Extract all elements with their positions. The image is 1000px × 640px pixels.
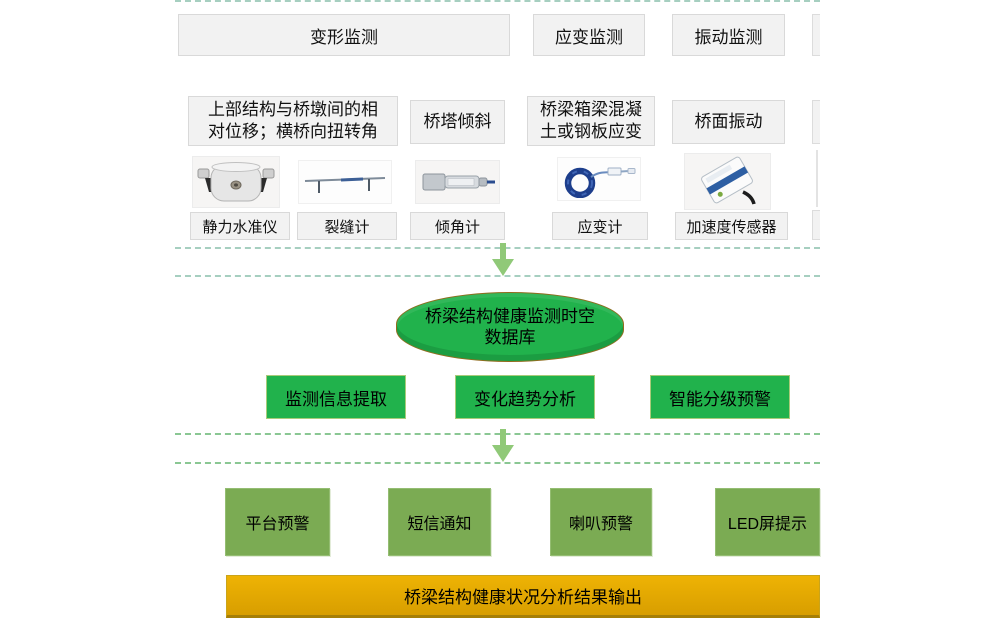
alert-label: 喇叭预警 bbox=[568, 516, 633, 533]
sensor-label-hydrostatic-level: 静力水准仪 bbox=[190, 212, 290, 240]
alert-box-horn: 喇叭预警 bbox=[550, 488, 652, 556]
alert-label: 平台预警 bbox=[245, 516, 310, 533]
desc-deck-vibration: 桥面振动 bbox=[672, 100, 785, 144]
header-deformation-monitoring: 变形监测 bbox=[178, 14, 510, 56]
down-arrow-icon bbox=[492, 429, 514, 463]
crack-meter-image bbox=[298, 160, 392, 204]
sensor-label-text: 应变计 bbox=[577, 218, 623, 236]
dashed-divider bbox=[175, 462, 820, 464]
header-label: 变形监测 bbox=[310, 27, 378, 47]
header-strain-monitoring: 应变监测 bbox=[533, 14, 645, 56]
sensor-label-strain-gauge: 应变计 bbox=[552, 212, 648, 240]
result-output-bar: 桥梁结构健康状况分析结果输出 bbox=[226, 575, 820, 618]
accelerometer-image bbox=[684, 153, 771, 210]
sensor-label-text: 加速度传感器 bbox=[686, 218, 777, 236]
header-label: 振动监测 bbox=[694, 27, 763, 47]
header-label: 应变监测 bbox=[555, 27, 623, 47]
alert-box-led-screen: LED屏提示 bbox=[715, 488, 820, 556]
analysis-box-graded-warning: 智能分级预警 bbox=[650, 375, 790, 419]
desc-text: 桥塔倾斜 bbox=[423, 111, 492, 131]
sensor-label-inclinometer: 倾角计 bbox=[410, 212, 505, 240]
sensor-label-crack-meter: 裂缝计 bbox=[297, 212, 397, 240]
analysis-label: 监测信息提取 bbox=[285, 389, 387, 409]
alert-box-sms: 短信通知 bbox=[388, 488, 491, 556]
analysis-label: 智能分级预警 bbox=[669, 389, 771, 409]
alert-box-platform: 平台预警 bbox=[225, 488, 330, 556]
spatiotemporal-database-shape: 桥梁结构健康监测时空数据库 bbox=[396, 292, 624, 362]
output-bar-label: 桥梁结构健康状况分析结果输出 bbox=[404, 588, 642, 607]
desc-text: 桥面振动 bbox=[694, 111, 763, 131]
sensor-label-accelerometer: 加速度传感器 bbox=[675, 212, 788, 240]
dashed-divider bbox=[175, 275, 820, 277]
desc-tower-tilt: 桥塔倾斜 bbox=[410, 100, 505, 144]
analysis-box-info-extraction: 监测信息提取 bbox=[266, 375, 406, 419]
strain-gauge-image bbox=[557, 157, 641, 201]
down-arrow-icon bbox=[492, 243, 514, 277]
inclinometer-image bbox=[415, 160, 500, 204]
sensor-label-text: 倾角计 bbox=[434, 218, 480, 236]
header-vibration-monitoring: 振动监测 bbox=[672, 14, 785, 56]
alert-label: 短信通知 bbox=[407, 516, 472, 533]
desc-box-girder-strain: 桥梁箱梁混凝土或钢板应变 bbox=[527, 96, 655, 146]
analysis-label: 变化趋势分析 bbox=[474, 389, 576, 409]
sensor-label-text: 裂缝计 bbox=[324, 218, 370, 236]
clipped-header-box bbox=[812, 14, 820, 56]
clipped-image-edge bbox=[816, 150, 818, 207]
desc-text: 上部结构与桥墩间的相对位移；横桥向扭转角 bbox=[208, 99, 378, 141]
top-dashed-divider bbox=[175, 0, 820, 2]
database-label: 桥梁结构健康监测时空数据库 bbox=[425, 306, 595, 347]
analysis-box-trend-analysis: 变化趋势分析 bbox=[455, 375, 595, 419]
hydrostatic-level-gauge-image bbox=[192, 156, 280, 208]
sensor-label-text: 静力水准仪 bbox=[202, 218, 278, 236]
clipped-desc-box bbox=[812, 100, 820, 144]
desc-relative-displacement: 上部结构与桥墩间的相对位移；横桥向扭转角 bbox=[188, 96, 398, 146]
dashed-divider bbox=[175, 247, 820, 249]
desc-text: 桥梁箱梁混凝土或钢板应变 bbox=[540, 99, 642, 141]
clipped-label-box bbox=[812, 210, 820, 240]
dashed-divider bbox=[175, 433, 820, 435]
alert-label: LED屏提示 bbox=[727, 516, 808, 533]
